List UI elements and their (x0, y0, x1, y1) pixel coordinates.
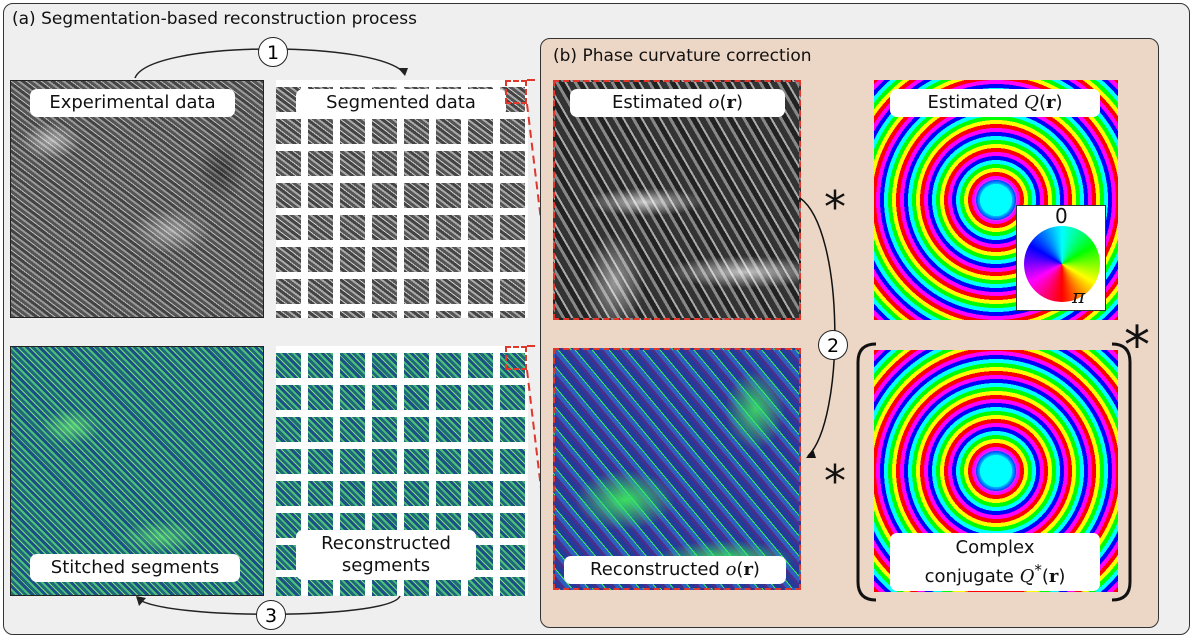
estimated-phase-text: Estimated (927, 92, 1019, 113)
color-wheel (1024, 226, 1100, 302)
reconstructed-object-label: Reconstructed o(r) (564, 556, 786, 584)
estimated-object-label: Estimated o(r) (570, 89, 785, 117)
step-2-badge: 2 (818, 330, 848, 360)
reconstructed-object-image (553, 348, 801, 590)
segmented-data-label: Segmented data (296, 89, 506, 117)
conjugate-operator: * (1124, 316, 1150, 376)
complex-conjugate-label: Complex conjugate Q*(r) (890, 533, 1100, 591)
reconstructed-segments-label: Reconstructed segments (296, 530, 476, 580)
experimental-data-label: Experimental data (30, 89, 235, 117)
convolution-operator-2: * (824, 456, 846, 507)
panel-b-title: (b) Phase curvature correction (553, 46, 812, 66)
segmented-data-grid (276, 80, 528, 318)
experimental-data-image (10, 80, 264, 318)
panel-a-title: (a) Segmentation-based reconstruction pr… (12, 9, 417, 29)
stitched-segments-label: Stitched segments (30, 554, 240, 582)
stitched-segments-image (10, 346, 264, 596)
estimated-object-text: Estimated (611, 92, 703, 113)
estimated-object-image (553, 80, 801, 320)
color-wheel-zero-label: 0 (1055, 204, 1068, 228)
color-wheel-pi-label: π (1072, 284, 1086, 308)
step-3-badge: 3 (256, 600, 286, 630)
reconstructed-highlight-box (505, 346, 527, 370)
complex-conjugate-line1: Complex (955, 537, 1035, 558)
complex-conjugate-line2: conjugate (924, 566, 1014, 587)
reconstructed-object-text: Reconstructed (590, 559, 720, 580)
convolution-operator-1: * (824, 182, 846, 233)
segmented-highlight-box (505, 80, 527, 104)
estimated-phase-label: Estimated Q(r) (890, 89, 1100, 117)
step-1-badge: 1 (258, 37, 288, 67)
